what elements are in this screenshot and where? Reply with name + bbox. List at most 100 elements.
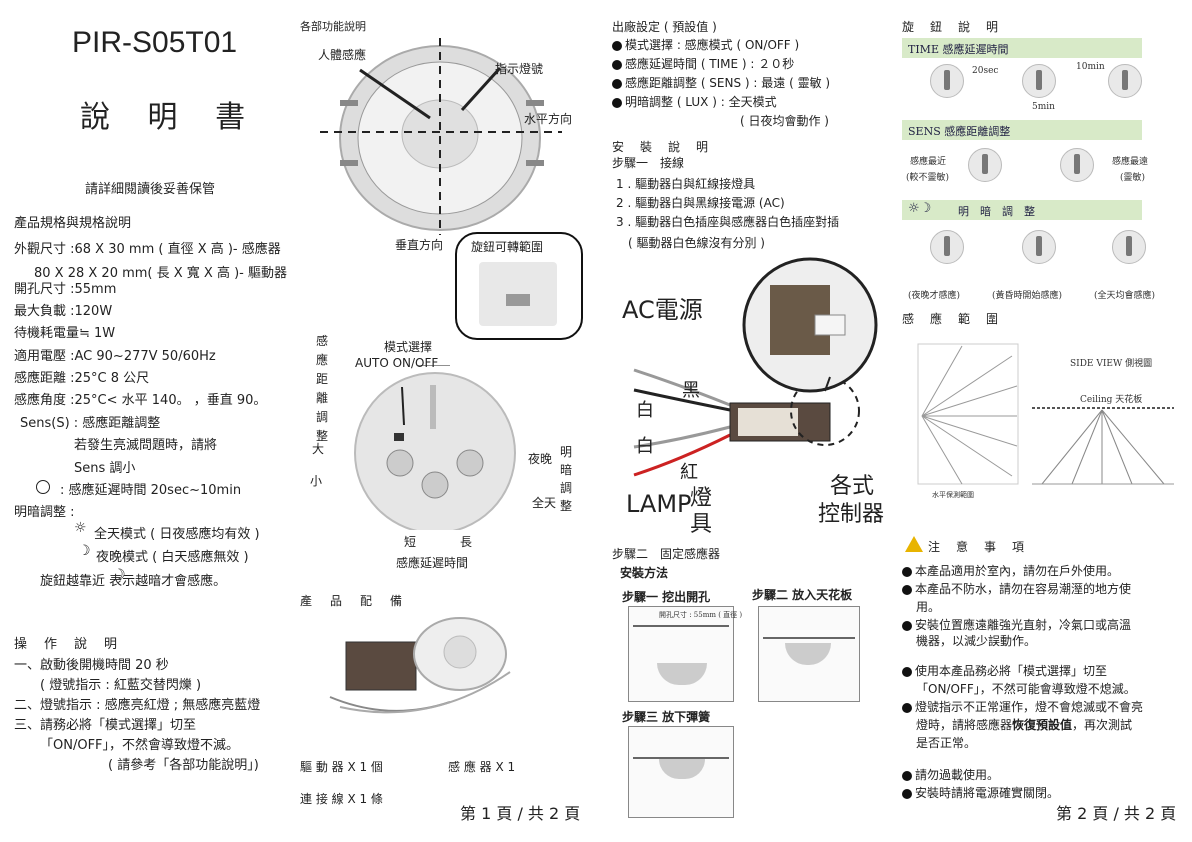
range-diagram [917,343,1174,485]
factory-item: 感應延遲時間 ( TIME ) : ２０秒 [612,55,794,72]
warning-icon [905,536,923,552]
caution-item: 「ON/OFF」，不然可能會導致燈不熄滅。 [916,682,1136,696]
label-white-1: 白 [636,400,654,421]
moon-icon: ☽ [78,543,91,559]
sens-near: 感應最近 [910,157,947,167]
op-line: ( 燈號指示 : 紅藍交替閃爍 ) [40,678,202,693]
spec-line: 全天模式 ( 日夜感應均有效 ) [94,527,260,542]
caution-item: 請勿過載使用。 [902,766,999,783]
time-mark: 5min [1032,102,1055,112]
content-sensor: 感 應 器 X 1 [448,760,516,774]
step-1: 步驟一 接線 [612,156,685,170]
contents-heading: 產 品 配 備 [300,594,406,608]
horiz-caption: 水平保測範圍 [932,491,974,499]
time-band: TIME 感應延遲時間 [902,38,1142,58]
sub-step-2: 步驟二 放入天花板 [752,588,853,602]
caution-item: 安裝位置應遠離強光直射，冷氣口或高溫 [902,616,1131,633]
sens-near-note: (較不靈敏) [906,173,950,183]
lux-note: (夜晚才感應) [908,291,961,301]
install-heading: 安 裝 說 明 [612,140,711,154]
read-note: 請詳細閱讀後妥善保管 [85,182,216,197]
caution-item: 用。 [916,600,941,614]
op-line: 一、啟動後開機時間 20 秒 [14,658,169,673]
label-white-2: 白 [636,436,654,457]
label-lamp-2: 燈 [690,486,713,511]
sub-step-1: 步驟一 挖出開孔 [622,590,711,604]
sun-icon: ☼ [74,520,87,536]
sens-far-note: (靈敏) [1120,173,1146,183]
spec-line: Sens(S) : 感應距離調整 [20,416,161,431]
caution-item: 安裝時請將電源確實關閉。 [902,784,1059,801]
time-knob [930,64,964,98]
label-mode: 模式選擇 [384,340,433,354]
label-rotate: 旋鈕可轉範圍 [471,240,544,254]
caution-item: 是否正常。 [916,736,977,750]
label-long: 長 [460,535,473,549]
sens-knob [1060,148,1094,182]
label-night: 夜晚 [528,452,553,466]
factory-heading: 出廠設定 ( 預設值 ) [612,20,717,34]
label-auto-onoff: AUTO ON/OFF [355,356,439,370]
label-horizontal: 水平方向 [524,112,573,126]
label-bright-adjust: 明暗調整 [560,445,573,513]
lux-knob [1022,230,1056,264]
lux-knob [930,230,964,264]
caution-heading: 注 意 事 項 [928,540,1027,554]
spec-line: : 感應延遲時間 20sec~10min [60,483,242,498]
spec-line: 最大負載 :120W [14,304,113,319]
label-lamp-3: 具 [690,512,713,537]
clock-icon [36,480,50,494]
page-number-1: 第 1 頁 / 共 2 頁 [460,804,581,823]
time-mark: 20sec [972,66,999,76]
spec-line: Sens 調小 [74,461,136,476]
wiring-line: 3 . 驅動器白色插座與感應器白色插座對插 [616,215,840,229]
spec-line: 若發生亮滅問題時，請將 [74,438,218,453]
time-knob [1108,64,1142,98]
spec-line: 夜晚模式 ( 白天感應無效 ) [96,550,249,565]
spec-line: 外觀尺寸 :68 X 30 mm ( 直徑 X 高 )- 感應器 [14,242,281,257]
lux-knob [1112,230,1146,264]
op-line: 三、請務必將「模式選擇」切至 [14,718,197,733]
lux-note: (全天均會感應) [1094,291,1156,301]
wiring-line: 1 . 驅動器白與紅線接燈具 [616,177,756,191]
rotate-photo [479,262,557,326]
sun-moon-icon: ☼☽ [908,201,932,216]
sens-far: 感應最遠 [1112,157,1149,167]
content-cable: 連 接 線 X 1 條 [300,792,383,806]
op-line: 「ON/OFF」，不然會導致燈不滅。 [40,738,240,753]
wiring-line: 2 . 驅動器白與黑線接電源 (AC) [616,196,785,210]
spec-line: 旋鈕越靠近 表示越暗才會感應。 [40,574,227,589]
step-1-figure: 開孔尺寸 : 55mm ( 直徑 ) [628,606,742,702]
step-2-figure [758,606,860,702]
label-sens-adjust: 感應距離調整 [316,334,329,443]
spec-heading: 產品規格與規格說明 [14,216,132,231]
range-heading: 感 應 範 圍 [902,312,1001,326]
lux-note: (黃昏時開始感應) [992,291,1063,301]
caution-item: 使用本產品務必將「模式選擇」切至 [902,662,1107,679]
rotate-range-box: 旋鈕可轉範圍 [455,232,583,340]
reset-default-emphasis: 恢復預設值 [1012,718,1073,732]
op-heading: 操 作 說 明 [14,637,120,652]
time-band-label: TIME 感應延遲時間 [908,43,1009,56]
factory-item: ( 日夜均會動作 ) [740,114,829,128]
model-title: PIR-S05T01 [72,26,238,59]
spec-line: 感應角度 :25°C< 水平 140。 ，垂直 90。 [14,393,267,408]
sens-knob [968,148,1002,182]
factory-item: 明暗調整 ( LUX ) : 全天模式 [612,93,777,110]
lux-band-label: 明 暗 調 整 [958,205,1035,218]
caution-item: 機器，以減少誤動作。 [916,634,1037,648]
spec-line: 80 X 28 X 20 mm( 長 X 寬 X 高 )- 驅動器 [34,266,287,281]
hole-note: 開孔尺寸 : 55mm ( 直徑 ) [659,611,743,619]
label-controller-1: 各式 [830,474,875,499]
label-small: 小 [310,474,323,488]
op-line: ( 請參考「各部功能說明」) [108,758,259,773]
spec-line: 待機耗電量≒ 1W [14,326,116,341]
factory-item: 感應距離調整 ( SENS ) : 最遠 ( 靈敏 ) [612,74,830,91]
manual-title: 說 明 書 [80,100,260,135]
content-driver: 驅 動 器 X 1 個 [300,760,383,774]
spec-line: 感應距離 :25°C 8 公尺 [14,371,150,386]
spec-line: 明暗調整 : [14,505,75,520]
knob-heading: 旋 鈕 說 明 [902,20,1001,34]
label-allday: 全天 [532,496,557,510]
label-vertical: 垂直方向 [395,238,444,252]
